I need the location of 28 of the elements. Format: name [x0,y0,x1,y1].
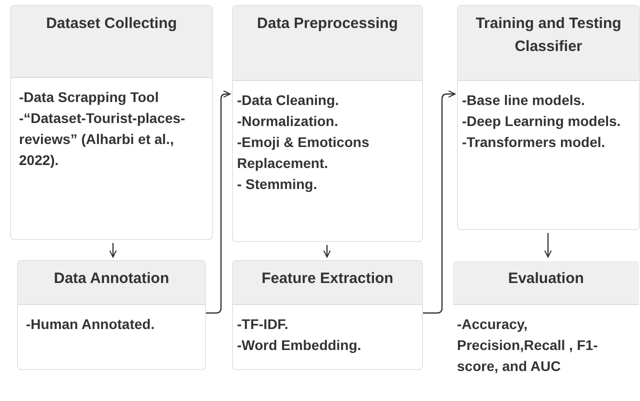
card-title: Evaluation [508,269,584,289]
process-card [232,260,423,370]
bullet-text: -Deep Learning models. [462,112,622,131]
arrow [109,243,117,258]
card-title: Data Preprocessing [257,14,398,34]
card-title: Training and Testing Classifier [474,14,622,57]
bullet-text: -Data Scrapping Tool [19,88,160,107]
card-title: Dataset Collecting [46,14,177,34]
card-title: Feature Extraction [262,269,394,289]
card-title: Data Annotation [54,269,170,289]
arrow [423,90,456,314]
bullet-text: -Base line models. [462,91,586,110]
bullet-text: -“Dataset-Tourist-places-reviews” (Alharbi et al., 2022). [19,109,186,170]
bullet-text: -Accuracy, Precision,Recall , F1-score, and AUC [457,315,599,376]
bullet-text: -Transformers model. [462,133,606,152]
bullet-text: - Stemming. [237,175,318,194]
process-card [10,5,213,240]
bullet-text: -Emoji & Emoticons Replacement. [237,133,370,173]
bullet-text: -Word Embedding. [237,336,362,355]
process-card [232,5,423,242]
arrow [544,233,552,258]
arrow [323,245,331,258]
bullet-text: -Data Cleaning. [237,91,340,110]
bullet-text: -Human Annotated. [26,315,156,334]
bullet-text: -Normalization. [237,112,340,131]
bullet-text: -TF-IDF. [237,315,290,334]
process-card [17,260,206,370]
process-card [457,5,640,230]
